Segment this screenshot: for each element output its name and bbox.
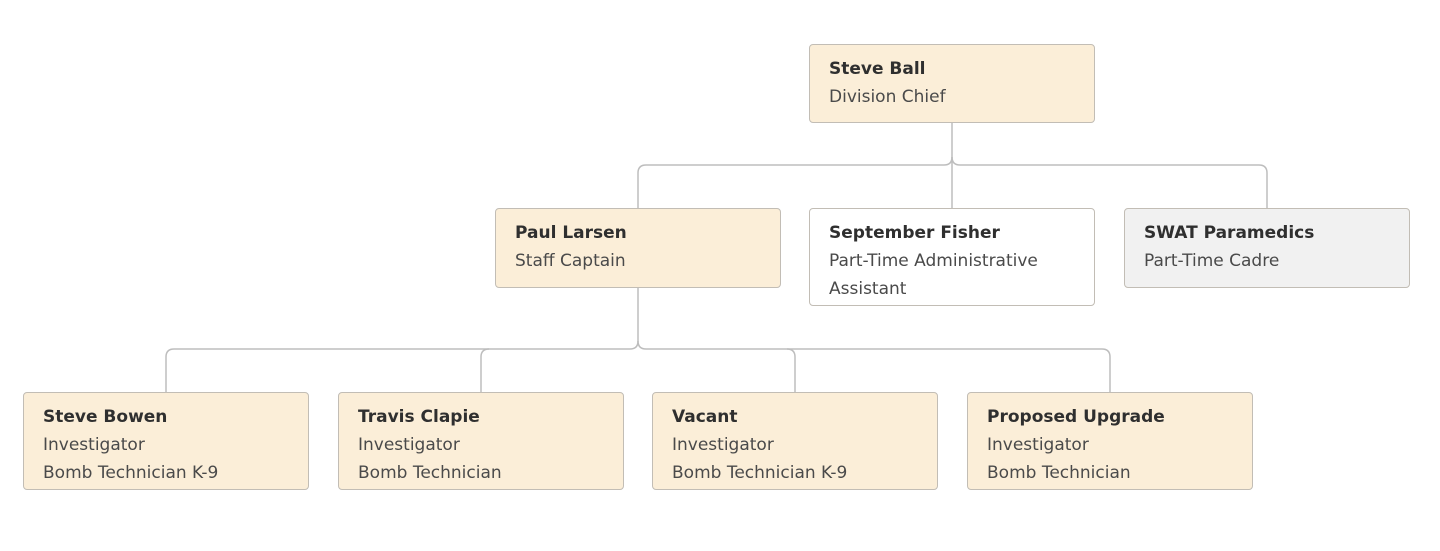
- node-name: Steve Bowen: [43, 407, 168, 427]
- node-title: Division Chief: [829, 87, 946, 107]
- node-title: Staff Captain: [515, 251, 626, 271]
- connector-paul-to-steve-bowen: [165, 348, 630, 393]
- connector-root-trunk: [943, 122, 953, 166]
- node-name: Travis Clapie: [358, 407, 480, 427]
- connector-paul-to-travis-clapie: [480, 348, 490, 393]
- node-title-line-2: Bomb Technician: [987, 463, 1131, 483]
- node-title-line-1: Investigator: [358, 435, 460, 455]
- node-title: Part-Time Cadre: [1144, 251, 1280, 271]
- connector-root-to-swat-paramedics: [951, 156, 1268, 209]
- connector-paul-to-proposed-upgrade: [787, 348, 1111, 393]
- node-name: Steve Ball: [829, 59, 926, 79]
- node-travis-clapie[interactable]: Travis Clapie Investigator Bomb Technici…: [338, 392, 624, 490]
- node-proposed-upgrade[interactable]: Proposed Upgrade Investigator Bomb Techn…: [967, 392, 1253, 490]
- node-title-line-2: Bomb Technician K-9: [672, 463, 848, 483]
- node-name: Vacant: [672, 407, 738, 427]
- node-name: SWAT Paramedics: [1144, 223, 1315, 243]
- node-september-fisher[interactable]: September Fisher Part-Time Administrativ…: [809, 208, 1095, 306]
- node-title-line-1: Investigator: [672, 435, 774, 455]
- node-name: September Fisher: [829, 223, 1000, 243]
- connector-paul-to-vacant: [637, 340, 796, 393]
- node-title-line-2: Bomb Technician K-9: [43, 463, 219, 483]
- connector-root-to-paul-larsen: [637, 164, 944, 209]
- node-vacant[interactable]: Vacant Investigator Bomb Technician K-9: [652, 392, 938, 490]
- node-title-line-1: Part-Time Administrative: [829, 251, 1038, 271]
- node-title-line-1: Investigator: [43, 435, 145, 455]
- node-title-line-2: Assistant: [829, 279, 907, 299]
- node-title-line-1: Investigator: [987, 435, 1089, 455]
- node-steve-bowen[interactable]: Steve Bowen Investigator Bomb Technician…: [23, 392, 309, 490]
- node-swat-paramedics[interactable]: SWAT Paramedics Part-Time Cadre: [1124, 208, 1410, 288]
- node-paul-larsen[interactable]: Paul Larsen Staff Captain: [495, 208, 781, 288]
- node-steve-ball[interactable]: Steve Ball Division Chief: [809, 44, 1095, 123]
- connector-paul-trunk: [629, 287, 639, 350]
- node-name: Proposed Upgrade: [987, 407, 1165, 427]
- node-name: Paul Larsen: [515, 223, 627, 243]
- node-title-line-2: Bomb Technician: [358, 463, 502, 483]
